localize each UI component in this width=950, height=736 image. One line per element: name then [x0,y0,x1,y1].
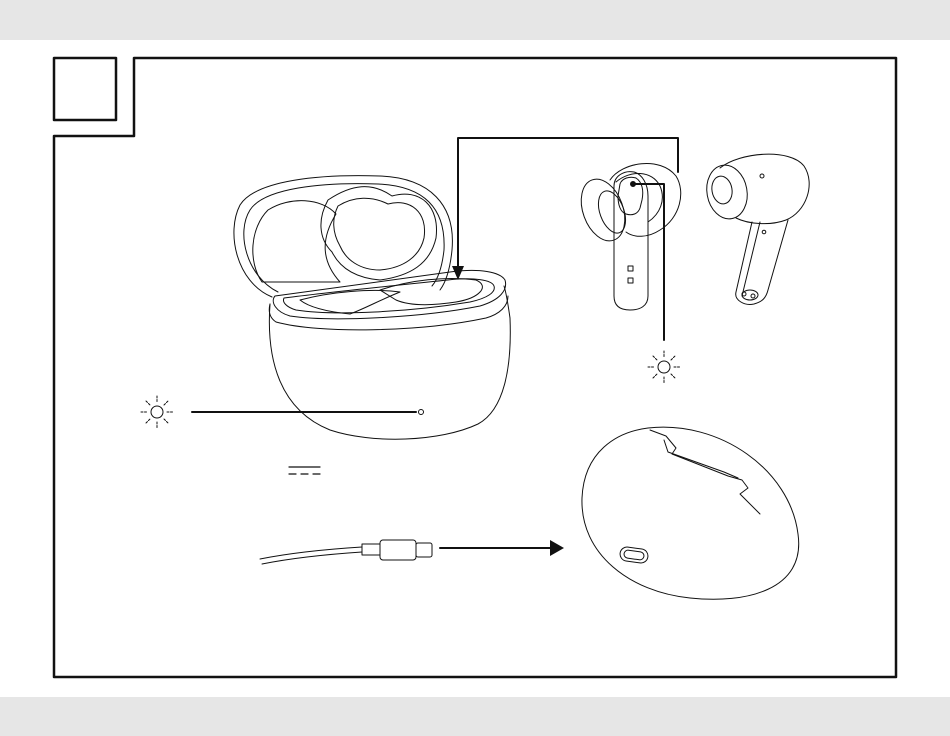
usb-c-cable [260,540,432,564]
earbud-front [573,164,680,340]
arrow-icon [440,540,564,556]
dc-symbol-icon [289,467,320,474]
panel-frame [54,58,896,677]
led-light-icon [141,396,173,428]
earbud-back [703,154,810,304]
led-light-icon [648,351,680,383]
charging-case-closed [582,427,799,599]
charging-case-open [234,176,510,440]
step-number [56,60,114,118]
arrow-icon [452,138,678,280]
